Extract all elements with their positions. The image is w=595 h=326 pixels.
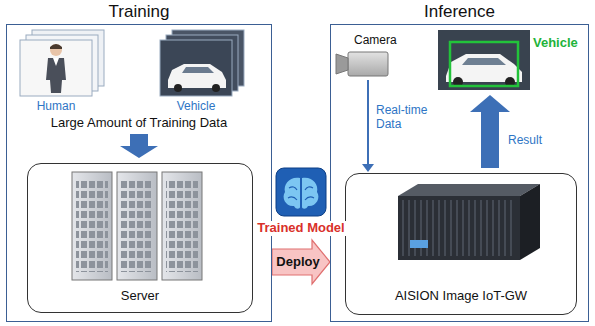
realtime-data-arrow-part [362,164,374,172]
model-label: Trained Model [255,221,346,236]
result-label: Result [508,134,542,148]
panel-title: Training [7,2,271,22]
data-flow-arrow-part [120,134,158,158]
caption-text: Large Amount of Training Data [51,116,227,131]
camera-icon-part [336,54,348,74]
inference-panel: InferenceAISION Image IoT-GW [330,24,589,322]
realtime-data-arrow-part [367,80,369,164]
gateway-device [398,184,540,260]
realtime-data-arrow [362,80,374,172]
brain-icon-part [284,178,300,209]
server-box: Server [27,163,253,313]
human-images-part [50,44,62,56]
data-label: Real-time Data [376,104,440,132]
server-rack-part [72,172,112,280]
training-panel: TrainingServer [6,24,272,322]
vehicle-images [160,30,244,96]
box-label: Server [28,289,252,304]
human-images-part [20,40,92,96]
detection-label: Vehicle [533,36,578,51]
gateway-device-part [398,196,520,260]
human-images-part [50,44,62,49]
result-arrow-part [481,112,499,168]
brain-icon-part [288,187,314,200]
panel-title: Inference [331,2,588,22]
detection-image-part [438,30,530,90]
server-rack [72,172,202,280]
human-images [20,30,104,96]
server-rack-part [162,172,202,280]
detection-image-part [450,42,518,86]
gateway-device-part [520,184,540,260]
gateway-device-part [410,240,428,248]
data-flow-arrow [120,134,158,158]
brain-icon-part [302,178,318,209]
vehicle-images-part [160,40,232,96]
server-rack-part [76,178,108,272]
detection-image [438,30,530,90]
human-images-part [53,58,59,66]
detection-image-part [462,58,506,65]
server-rack-part [166,178,198,272]
result-arrow-part [470,95,510,112]
camera-icon-part [348,52,388,76]
gateway-device-part [398,184,540,196]
vehicle-images-part [182,67,214,73]
gateway-device-part [402,200,516,256]
class-label: Human [37,100,76,114]
class-label: Vehicle [177,100,216,114]
brain-icon-part [276,168,326,216]
edge-label: Deploy [275,255,320,270]
camera-icon [336,52,388,76]
gateway-box: AISION Image IoT-GW [345,173,577,315]
camera-label: Camera [354,34,397,48]
vehicle-images-part [174,84,182,92]
human-images-part [46,58,66,93]
deploy-arrow [272,240,330,284]
box-label: AISION Image IoT-GW [346,289,576,304]
vehicle-images-part [212,84,220,92]
server-rack-part [117,172,157,280]
brain-icon [276,168,326,216]
server-rack-part [121,178,153,272]
result-arrow [470,95,510,168]
